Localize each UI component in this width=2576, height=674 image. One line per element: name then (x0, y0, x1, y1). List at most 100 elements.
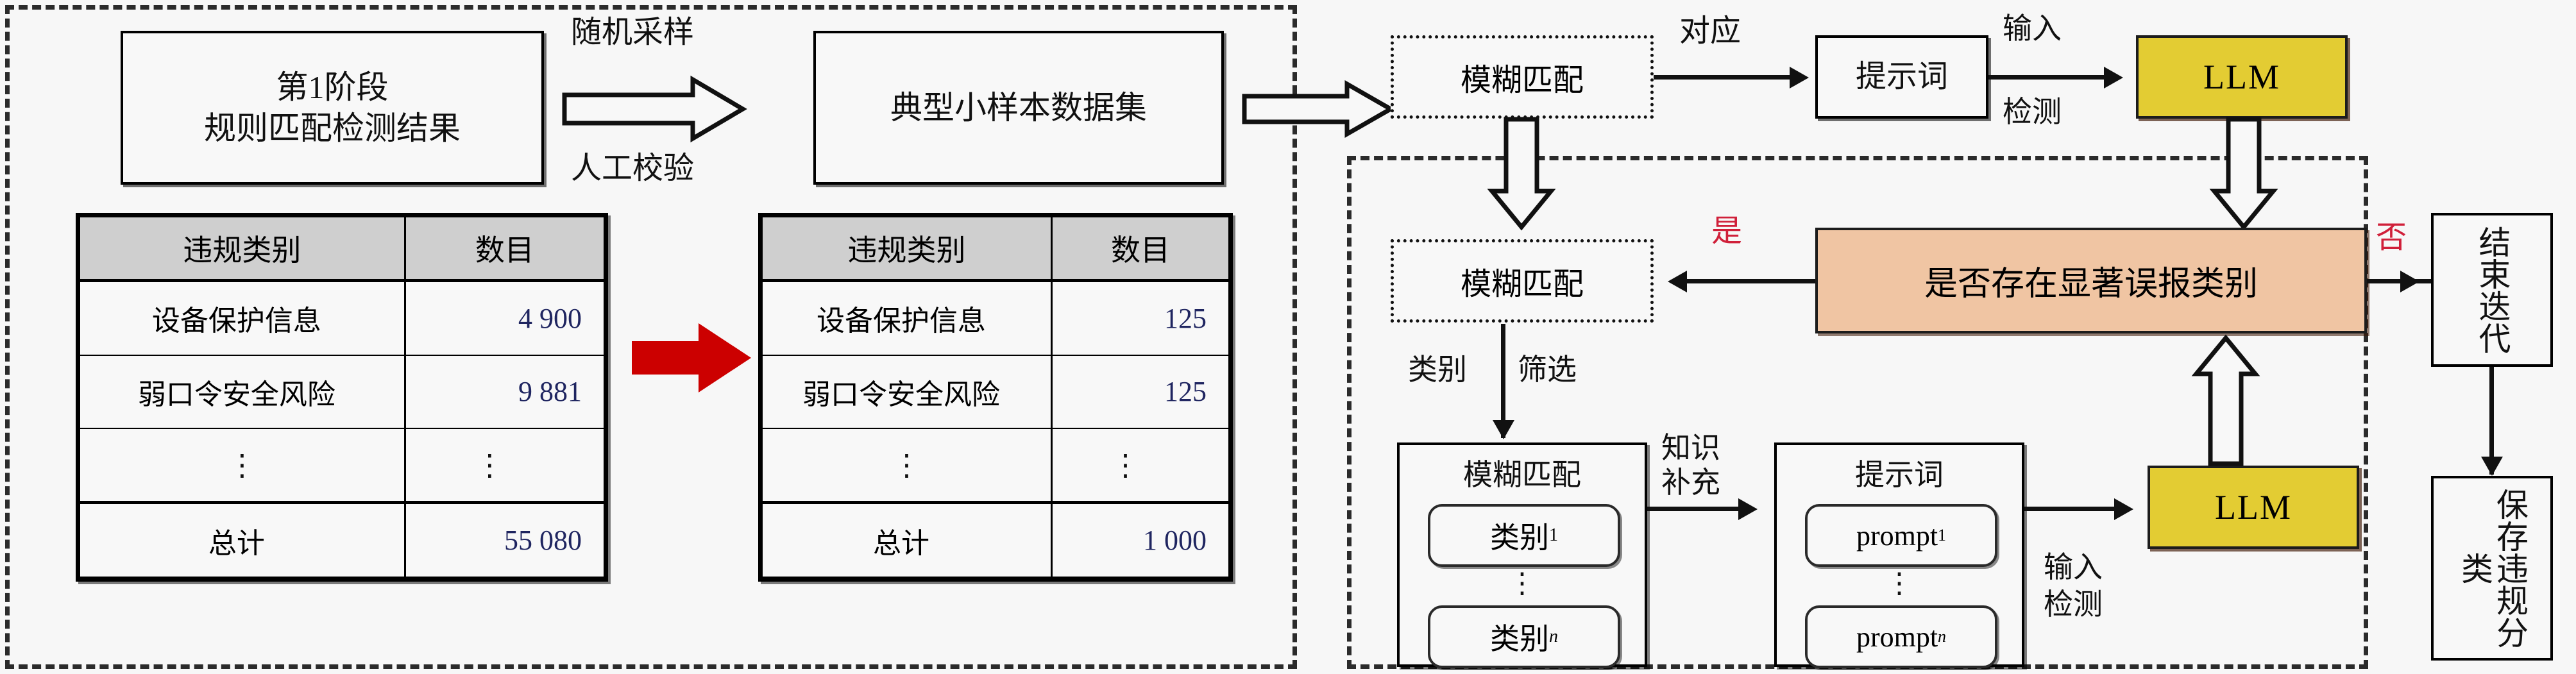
category-item-last-label: 类别 (1490, 623, 1549, 655)
ellipsis-count: ⋮ (1050, 428, 1231, 503)
input-detect-top-label-2: 输入 (2044, 551, 2103, 584)
fuzzy-match-top-label: 模糊匹配 (1460, 63, 1584, 97)
llm-to-decision-block-arrow (2209, 117, 2278, 231)
input-detect-bottom-label-1: 检测 (2003, 96, 2062, 128)
table-row: 设备保护信息 4 900 (78, 280, 606, 356)
ellipsis-category: ⋮ (78, 428, 406, 503)
table-row: 设备保护信息 125 (761, 280, 1231, 356)
table-header-count: 数目 (1050, 215, 1231, 283)
category-item-last-sub: n (1549, 627, 1558, 646)
violation-table-after: 违规类别 数目 设备保护信息 125 弱口令安全风险 125 ⋮ ⋮ 总计 1 … (758, 213, 1233, 582)
ellipsis-category: ⋮ (761, 428, 1053, 503)
category-group-ellipsis: ⋮ (1508, 568, 1536, 599)
knowledge-supplement-arrowhead (1738, 498, 1758, 520)
prompt-item-first-sub: 1 (1938, 526, 1947, 544)
row-category: 设备保护信息 (78, 280, 406, 356)
fuzzy-to-category-line (1501, 324, 1505, 438)
end-iteration-label: 结束迭代 (2474, 226, 2511, 354)
prompt-to-llm-bottom-line (2024, 507, 2121, 511)
sampling-block-arrow (562, 75, 747, 143)
prompt-to-llm-arrowhead (2104, 67, 2123, 88)
input-detect-bottom-label-2: 检测 (2044, 588, 2103, 621)
row-count: 4 900 (403, 280, 606, 356)
category-item-first-label: 类别 (1490, 521, 1549, 554)
total-count: 55 080 (403, 501, 606, 580)
category-label: 类别 (1408, 353, 1467, 386)
table-header-category: 违规类别 (761, 215, 1053, 283)
table-row-ellipsis: ⋮ ⋮ (78, 428, 606, 503)
total-count: 1 000 (1050, 501, 1231, 580)
save-result-box: 保存违规分类 (2431, 476, 2553, 661)
row-category: 弱口令安全风险 (761, 354, 1053, 430)
stage1-title-line2: 规则匹配检测结果 (204, 110, 461, 146)
save-result-label: 保存违规分类 (2457, 488, 2528, 648)
end-to-save-arrowhead (2481, 457, 2503, 476)
row-category: 弱口令安全风险 (78, 354, 406, 430)
decision-to-fuzzy-arrowhead (1668, 271, 1687, 292)
prompt-to-llm-line (1988, 75, 2110, 80)
table-row: 弱口令安全风险 125 (761, 354, 1231, 430)
stage1-title-line1: 第1阶段 (276, 69, 389, 105)
fuzzy-to-prompt-arrowhead (1790, 67, 1809, 88)
category-item-first-sub: 1 (1549, 525, 1558, 545)
table-header-category: 违规类别 (78, 215, 406, 283)
prompt-item-last-sub: n (1938, 627, 1947, 646)
decision-label: 是否存在显著误报类别 (1924, 266, 2258, 303)
prompt-group-title: 提示词 (1855, 459, 1944, 491)
fuzzy-match-loop-label: 模糊匹配 (1460, 267, 1584, 301)
end-iteration-box: 结束迭代 (2431, 213, 2553, 367)
prompt-top-box: 提示词 (1815, 35, 1988, 119)
knowledge-label-bottom: 补充 (1661, 466, 1720, 499)
input-detect-top-label-1: 输入 (2003, 12, 2062, 45)
left-stage-panel (5, 5, 1297, 669)
fuzzy-match-top-box: 模糊匹配 (1391, 35, 1654, 119)
no-label: 否 (2376, 221, 2407, 255)
prompt-to-llm-bottom-arrowhead (2114, 498, 2133, 520)
stage1-result-box: 第1阶段 规则匹配检测结果 (121, 31, 544, 185)
table-row-total: 总计 1 000 (761, 501, 1231, 580)
ellipsis-count: ⋮ (403, 428, 606, 503)
decision-to-fuzzy-line (1687, 279, 1815, 283)
table-header-count: 数目 (403, 215, 606, 283)
end-to-save-line (2489, 367, 2494, 475)
yes-label: 是 (1711, 214, 1743, 248)
dataset-to-fuzzy-arrow (1242, 80, 1396, 139)
llm-top-box: LLM (2136, 35, 2348, 119)
table-row-total: 总计 55 080 (78, 501, 606, 580)
correspond-label: 对应 (1679, 14, 1741, 48)
decision-box: 是否存在显著误报类别 (1815, 228, 2367, 333)
prompt-top-label: 提示词 (1855, 60, 1948, 94)
llm-bottom-box: LLM (2148, 466, 2359, 549)
typical-dataset-label: 典型小样本数据集 (890, 90, 1147, 126)
fuzzy-to-category-arrowhead (1493, 420, 1514, 439)
llm-to-decision-up-block-arrow (2191, 334, 2260, 466)
filter-label: 筛选 (1518, 353, 1577, 386)
sampling-label-top: 随机采样 (571, 15, 695, 49)
row-category: 设备保护信息 (761, 280, 1053, 356)
table-row: 弱口令安全风险 9 881 (78, 354, 606, 430)
typical-dataset-box: 典型小样本数据集 (813, 31, 1224, 185)
table-row-ellipsis: ⋮ ⋮ (761, 428, 1231, 503)
prompt-item-last-label: prompt (1856, 621, 1938, 653)
fuzzy-to-loop-block-arrow (1487, 117, 1556, 231)
red-transform-arrow (632, 319, 754, 396)
decision-to-end-arrowhead (2400, 271, 2419, 292)
llm-top-label: LLM (2203, 58, 2280, 96)
total-label: 总计 (78, 501, 406, 580)
row-count: 125 (1050, 354, 1231, 430)
llm-bottom-label: LLM (2215, 488, 2292, 527)
total-label: 总计 (761, 501, 1053, 580)
row-count: 9 881 (403, 354, 606, 430)
prompt-group-ellipsis: ⋮ (1885, 568, 1913, 599)
fuzzy-to-prompt-line (1654, 75, 1796, 80)
knowledge-supplement-line (1647, 507, 1750, 511)
knowledge-label-top: 知识 (1661, 432, 1720, 464)
violation-table-before: 违规类别 数目 设备保护信息 4 900 弱口令安全风险 9 881 ⋮ ⋮ 总… (76, 213, 608, 582)
